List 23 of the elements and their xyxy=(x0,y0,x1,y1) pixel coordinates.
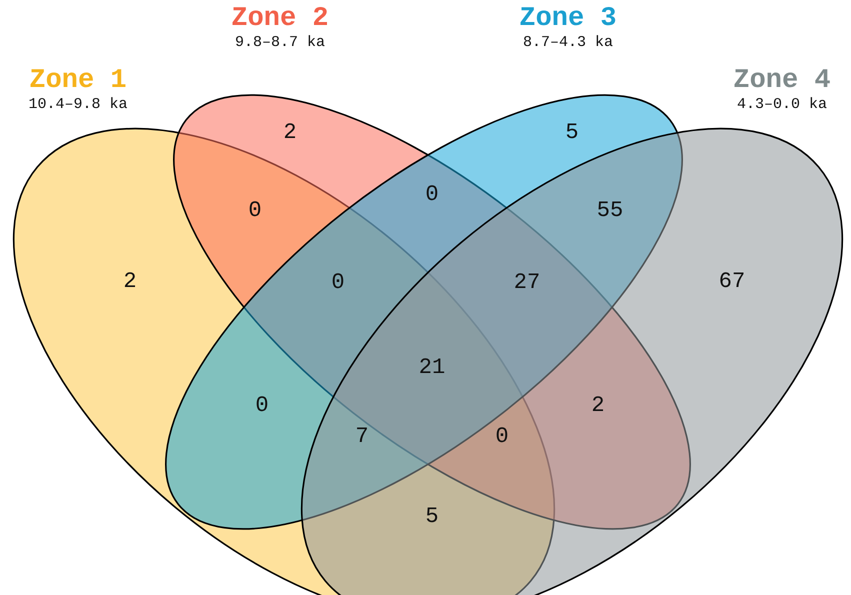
region-count: 2 xyxy=(123,268,137,296)
region-count: 5 xyxy=(425,503,439,531)
set-title: Zone 3 xyxy=(519,4,617,34)
time-range: 4.3–0.0 ka xyxy=(736,96,827,113)
region-count: 0 xyxy=(331,269,345,297)
region-count: 67 xyxy=(718,268,746,296)
region-count: 2 xyxy=(591,392,605,420)
set-title: Zone 4 xyxy=(733,66,831,96)
region-count: 55 xyxy=(596,197,624,225)
region-count: 0 xyxy=(255,392,269,420)
region-count: 21 xyxy=(418,354,446,382)
region-count: 27 xyxy=(514,269,540,297)
region-count: 0 xyxy=(425,181,439,209)
time-range: 8.7–4.3 ka xyxy=(522,34,613,51)
set-title: Zone 2 xyxy=(231,4,329,34)
time-range: 10.4–9.8 ka xyxy=(28,96,128,113)
region-count: 0 xyxy=(495,423,509,451)
set-title: Zone 1 xyxy=(29,66,127,96)
region-count: 7 xyxy=(355,423,369,451)
region-count: 2 xyxy=(283,119,297,147)
region-count: 0 xyxy=(248,197,262,225)
time-range: 9.8–8.7 ka xyxy=(234,34,325,51)
region-count: 5 xyxy=(565,119,579,147)
